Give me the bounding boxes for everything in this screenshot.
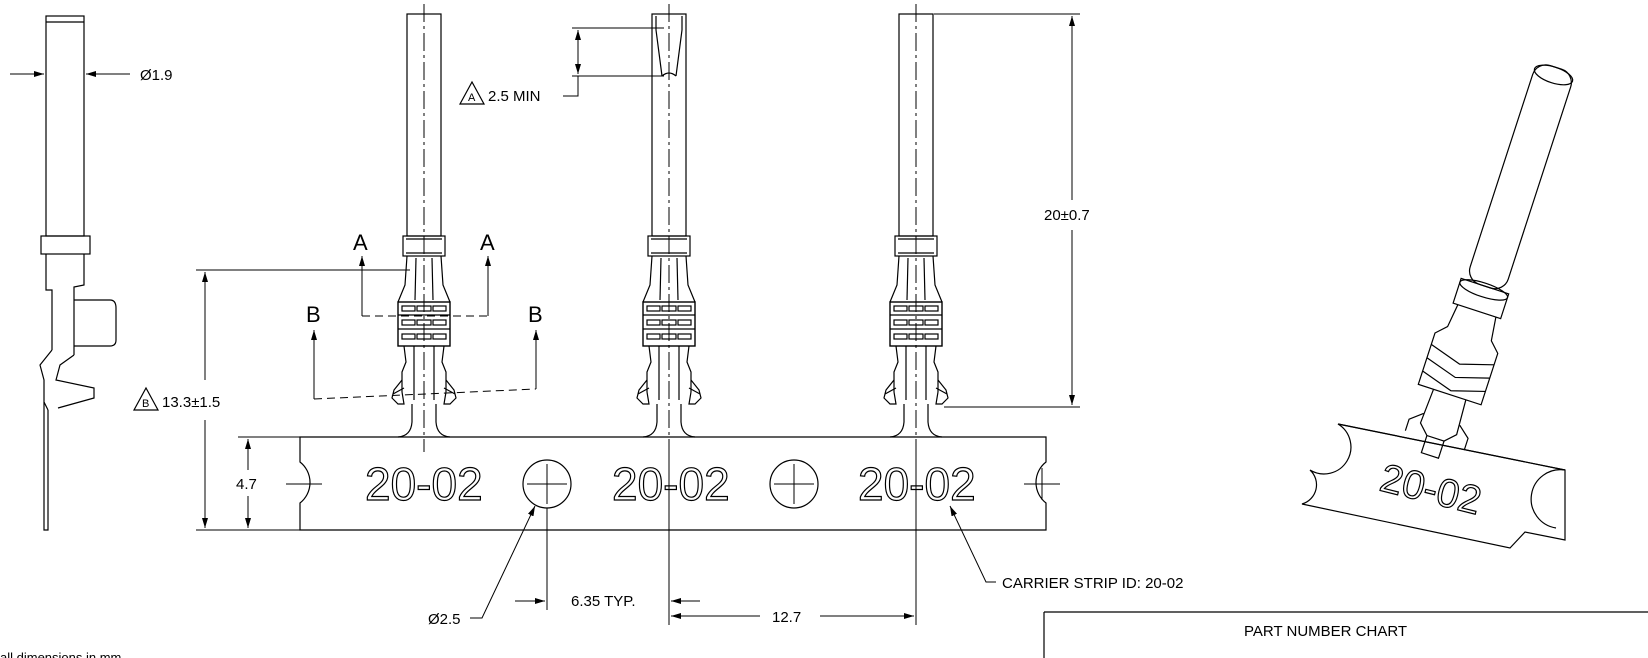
strip-stamp-2: 20-02 <box>612 458 730 510</box>
section-b-left: B <box>306 302 321 327</box>
strip-stamp-3: 20-02 <box>858 458 976 510</box>
part-chart-title: PART NUMBER CHART <box>1244 623 1407 640</box>
iso-strip-stamp: 20-02 <box>1376 456 1486 523</box>
flag-a-label: A <box>468 92 476 104</box>
bottom-left-note: all dimensions in mm <box>0 650 121 658</box>
height-b-label: 13.3±1.5 <box>162 394 220 411</box>
carrier-id-callout: CARRIER STRIP ID: 20-02 <box>949 505 1183 592</box>
hole-diameter-label: Ø2.5 <box>428 611 461 628</box>
contact-1 <box>391 3 457 453</box>
section-b-cut: B B <box>306 302 543 400</box>
pitch-label: 12.7 <box>772 609 801 626</box>
strip-stamp-1: 20-02 <box>365 458 483 510</box>
contact-length-label: 20±0.7 <box>1044 207 1090 224</box>
section-a-cut: A A <box>353 230 495 317</box>
contact-2-tip-detail <box>655 16 683 77</box>
contact-2 <box>636 3 702 453</box>
section-a-right: A <box>480 230 495 255</box>
strip-width-label: 4.7 <box>236 476 257 493</box>
dim-pitch: 12.7 <box>668 452 917 626</box>
carrier-id-label: CARRIER STRIP ID: 20-02 <box>1002 575 1183 592</box>
carrier-strip: 20-02 20-02 20-02 <box>286 436 1060 531</box>
dim-hole-diameter: Ø2.5 <box>428 505 536 628</box>
dim-hole-offset: 6.35 TYP. <box>515 508 700 610</box>
dim-height-b: B 13.3±1.5 <box>132 269 410 531</box>
flag-b-label: B <box>142 398 149 410</box>
pin-diameter-label: Ø1.9 <box>140 67 173 84</box>
part-number-chart: PART NUMBER CHART <box>1043 611 1648 658</box>
dim-2-5-min: A 2.5 MIN <box>458 27 664 105</box>
isometric-view: 20-02 <box>1301 64 1574 549</box>
dim-strip-width: 4.7 <box>236 436 300 528</box>
dim-contact-length: 20±0.7 <box>934 13 1090 408</box>
section-a-left: A <box>353 230 368 255</box>
section-b-right: B <box>528 302 543 327</box>
min-a-label: 2.5 MIN <box>488 88 541 105</box>
hole-offset-label: 6.35 TYP. <box>571 593 636 610</box>
side-view: Ø1.9 <box>10 15 173 531</box>
contact-3 <box>883 3 949 453</box>
